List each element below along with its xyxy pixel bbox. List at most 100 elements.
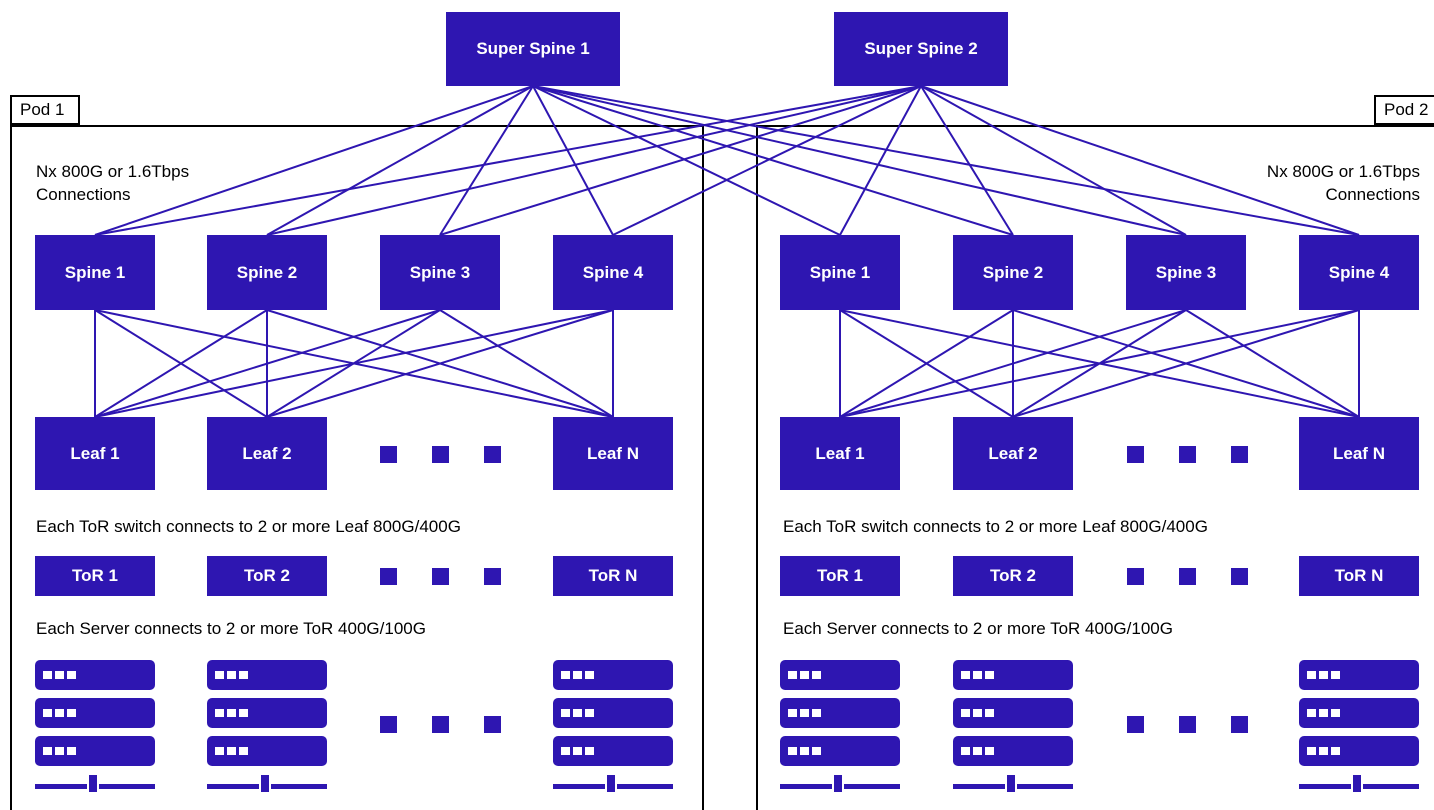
super-spine-spine-link — [266, 85, 922, 236]
server-led-icon — [585, 747, 594, 755]
pod-1-server-ellipsis-dot — [432, 716, 449, 733]
pod-2-spine-1[interactable]: Spine 1 — [780, 235, 900, 310]
pod-2-connections-note: Nx 800G or 1.6Tbps Connections — [1266, 162, 1420, 204]
pod-1-leaf-1[interactable]: Leaf 1 — [35, 417, 155, 490]
super-spine-spine-link — [920, 85, 1014, 236]
super-spine-spine-link — [532, 85, 1014, 236]
server-led-icon — [961, 671, 970, 679]
server-led-icon — [67, 747, 76, 755]
server-led-icon — [227, 709, 236, 717]
server-led-icon — [585, 671, 594, 679]
super-spine-spine-link — [94, 85, 922, 236]
server-unit-icon — [953, 736, 1073, 766]
server-led-icon — [1319, 747, 1328, 755]
pod-2-server-rack-icon — [953, 660, 1073, 792]
spine-leaf-link — [1012, 309, 1360, 418]
server-base-icon — [953, 784, 1005, 789]
server-unit-icon — [207, 660, 327, 690]
pod-2-server-ellipsis-dot — [1127, 716, 1144, 733]
server-led-icon — [788, 747, 797, 755]
server-unit-icon — [780, 660, 900, 690]
server-base-icon — [35, 784, 87, 789]
pod-1-server-rack-icon — [553, 660, 673, 792]
pod-2-tor-ellipsis-dot — [1179, 568, 1196, 585]
spine-leaf-link — [439, 309, 614, 418]
spine-leaf-link — [839, 309, 1360, 418]
server-led-icon — [973, 747, 982, 755]
super-spine-spine-link — [532, 85, 1360, 236]
pod-2-tor-ellipsis-dot — [1127, 568, 1144, 585]
server-led-icon — [1319, 671, 1328, 679]
server-base-icon — [1363, 784, 1419, 789]
server-led-icon — [985, 747, 994, 755]
pod-1-tor-ellipsis-dot — [380, 568, 397, 585]
super-spine-spine-link — [920, 85, 1360, 236]
server-base-icon — [617, 784, 673, 789]
pod-2-leaf-1[interactable]: Leaf 1 — [780, 417, 900, 490]
server-led-icon — [55, 709, 64, 717]
pod-1-leaf-2[interactable]: Leaf 2 — [207, 417, 327, 490]
super-spine-spine-link — [532, 85, 841, 236]
pod-2-leaf-2[interactable]: Leaf 2 — [953, 417, 1073, 490]
pod-1-tor-2[interactable]: ToR 2 — [207, 556, 327, 596]
server-unit-icon — [35, 660, 155, 690]
pod-1-server-rack-icon — [207, 660, 327, 792]
server-led-icon — [961, 709, 970, 717]
pod-2-tor-2[interactable]: ToR 2 — [953, 556, 1073, 596]
super-spine-spine-link — [839, 85, 922, 236]
super-spine-spine-link — [532, 85, 614, 236]
pod-1-spine-2[interactable]: Spine 2 — [207, 235, 327, 310]
server-led-icon — [1307, 747, 1316, 755]
pod-1-frame-top — [10, 125, 703, 127]
server-led-icon — [1307, 671, 1316, 679]
pod-1-spine-3[interactable]: Spine 3 — [380, 235, 500, 310]
super-spine-2[interactable]: Super Spine 2 — [834, 12, 1008, 86]
pod-2-spine-3[interactable]: Spine 3 — [1126, 235, 1246, 310]
pod-1-leaf-3[interactable]: Leaf N — [553, 417, 673, 490]
pod-1-frame-right — [702, 125, 704, 810]
server-led-icon — [973, 709, 982, 717]
server-led-icon — [67, 709, 76, 717]
pod-1-tor-3[interactable]: ToR N — [553, 556, 673, 596]
server-led-icon — [55, 747, 64, 755]
server-led-icon — [561, 671, 570, 679]
server-led-icon — [215, 671, 224, 679]
server-led-icon — [812, 747, 821, 755]
server-led-icon — [1331, 671, 1340, 679]
server-unit-icon — [35, 736, 155, 766]
pod-2-tor-3[interactable]: ToR N — [1299, 556, 1419, 596]
spine-leaf-link — [94, 309, 268, 418]
super-spine-1[interactable]: Super Spine 1 — [446, 12, 620, 86]
pod-1-tor-1[interactable]: ToR 1 — [35, 556, 155, 596]
super-spine-spine-link — [94, 85, 534, 236]
pod-2-leaf-ellipsis-dot — [1127, 446, 1144, 463]
pod-2-frame-left — [756, 125, 758, 810]
pod-2-server-rack-icon — [780, 660, 900, 792]
server-unit-icon — [553, 660, 673, 690]
pod-1-frame-left — [10, 95, 12, 810]
server-led-icon — [227, 747, 236, 755]
server-base-icon — [607, 775, 615, 792]
server-led-icon — [1319, 709, 1328, 717]
pod-1-spine-4[interactable]: Spine 4 — [553, 235, 673, 310]
server-led-icon — [800, 671, 809, 679]
server-unit-icon — [1299, 660, 1419, 690]
pod-1-spine-1[interactable]: Spine 1 — [35, 235, 155, 310]
server-base-icon — [99, 784, 155, 789]
pod-2-leaf-3[interactable]: Leaf N — [1299, 417, 1419, 490]
spine-leaf-link — [94, 309, 614, 418]
pod-1-leaf-ellipsis-dot — [484, 446, 501, 463]
spine-leaf-link — [1185, 309, 1360, 418]
pod-1-server-ellipsis-dot — [380, 716, 397, 733]
server-unit-icon — [207, 736, 327, 766]
pod-2-spine-2[interactable]: Spine 2 — [953, 235, 1073, 310]
server-unit-icon — [35, 698, 155, 728]
server-base-icon — [207, 784, 259, 789]
server-base-icon — [1299, 784, 1351, 789]
pod-2-spine-4[interactable]: Spine 4 — [1299, 235, 1419, 310]
pod-2-tor-1[interactable]: ToR 1 — [780, 556, 900, 596]
pod-2-tor-note: Each ToR switch connects to 2 or more Le… — [783, 517, 1208, 536]
server-led-icon — [573, 671, 582, 679]
server-base-icon — [553, 784, 605, 789]
